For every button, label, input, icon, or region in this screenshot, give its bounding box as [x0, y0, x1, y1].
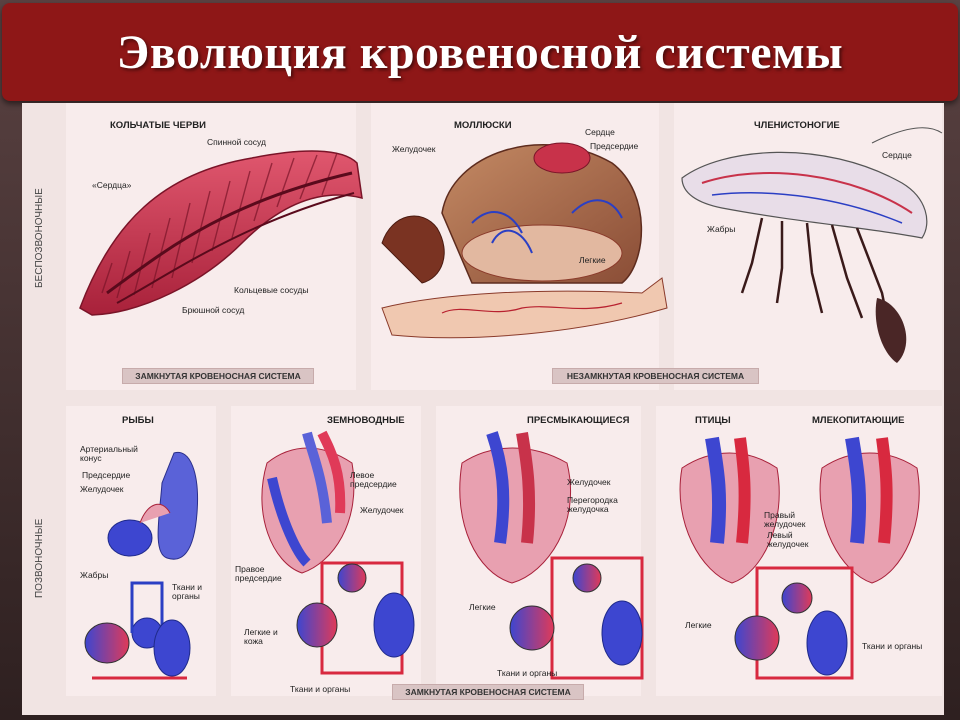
arthropods-gills-label: Жабры: [707, 224, 736, 234]
reptiles-ventricle-label: Желудочек: [567, 477, 611, 487]
mammals-title: МЛЕКОПИТАЮЩИЕ: [812, 415, 905, 426]
molluscs-title: МОЛЛЮСКИ: [454, 120, 512, 131]
invertebrates-label: БЕСПОЗВОНОЧНЫЕ: [34, 188, 45, 288]
worms-ventral-label: Брюшной сосуд: [182, 305, 245, 315]
fish-gills-label: Жабры: [80, 570, 109, 580]
fish-title: РЫБЫ: [122, 415, 154, 426]
amphibians-ventricle-label: Желудочек: [360, 505, 404, 515]
title-banner: Эволюция кровеносной системы: [2, 3, 958, 101]
worms-dorsal-label: Спинной сосуд: [207, 137, 266, 147]
bird-heart: [679, 436, 780, 584]
worms-ring-label: Кольцевые сосуды: [234, 285, 309, 295]
amphibians-left-atrium-label: Левое предсердие: [350, 470, 397, 490]
open-system-bar: НЕЗАМКНУТАЯ КРОВЕНОСНАЯ СИСТЕМА: [552, 368, 759, 384]
arthropods-heart-label: Сердце: [882, 150, 912, 160]
poster: БЕСПОЗВОНОЧНЫЕ ПОЗВОНОЧНЫЕ КОЛЬЧАТЫЕ ЧЕР…: [22, 103, 944, 715]
amphibians-lungs-skin-label: Легкие и кожа: [244, 627, 278, 647]
mammals-left-ventricle-label: Левый желудочек: [767, 530, 809, 550]
mollusc-illustration: [381, 142, 668, 339]
page-title: Эволюция кровеносной системы: [116, 25, 844, 79]
fish-conus-label: Артериальный конус: [80, 444, 138, 464]
molluscs-atrium-label: Предсердие: [590, 141, 639, 151]
arthropod-illustration: [681, 127, 943, 363]
worms-hearts-label: «Сердца»: [92, 180, 132, 190]
fish-ventricle-label: Желудочек: [80, 484, 124, 494]
molluscs-ventricle-label: Желудочек: [392, 144, 436, 154]
poster-illustrations: [22, 103, 944, 715]
closed-system-bar-bottom: ЗАМКНУТАЯ КРОВЕНОСНАЯ СИСТЕМА: [392, 684, 584, 700]
reptiles-septum-label: Перегородка желудочка: [567, 495, 618, 515]
reptile-heart: [459, 431, 644, 680]
amphibians-tissues-label: Ткани и органы: [290, 684, 351, 694]
closed-system-bar-top: ЗАМКНУТАЯ КРОВЕНОСНАЯ СИСТЕМА: [122, 368, 314, 384]
mammals-tissues-label: Ткани и органы: [862, 641, 923, 651]
annelid-illustration: [79, 150, 363, 316]
reptiles-title: ПРЕСМЫКАЮЩИЕСЯ: [527, 415, 630, 426]
arthropods-title: ЧЛЕНИСТОНОГИЕ: [754, 120, 840, 131]
mammals-lungs-label: Легкие: [685, 620, 712, 630]
molluscs-lungs-label: Легкие: [579, 255, 606, 265]
reptiles-lungs-label: Легкие: [469, 602, 496, 612]
worms-title: КОЛЬЧАТЫЕ ЧЕРВИ: [110, 120, 206, 131]
fish-tissues-label: Ткани и органы: [172, 582, 203, 602]
mammals-right-ventricle-label: Правый желудочек: [764, 510, 806, 530]
fish-heart: [84, 451, 199, 680]
amphibians-right-atrium-label: Правое предсердие: [235, 564, 282, 584]
reptiles-tissues-label: Ткани и органы: [497, 668, 558, 678]
birds-title: ПТИЦЫ: [695, 415, 731, 426]
molluscs-heart-label: Сердце: [585, 127, 615, 137]
mammal-heart: [734, 436, 920, 680]
vertebrates-label: ПОЗВОНОЧНЫЕ: [34, 518, 45, 598]
amphibian-heart: [261, 430, 415, 675]
fish-atrium-label: Предсердие: [82, 470, 131, 480]
amphibians-title: ЗЕМНОВОДНЫЕ: [327, 415, 405, 426]
